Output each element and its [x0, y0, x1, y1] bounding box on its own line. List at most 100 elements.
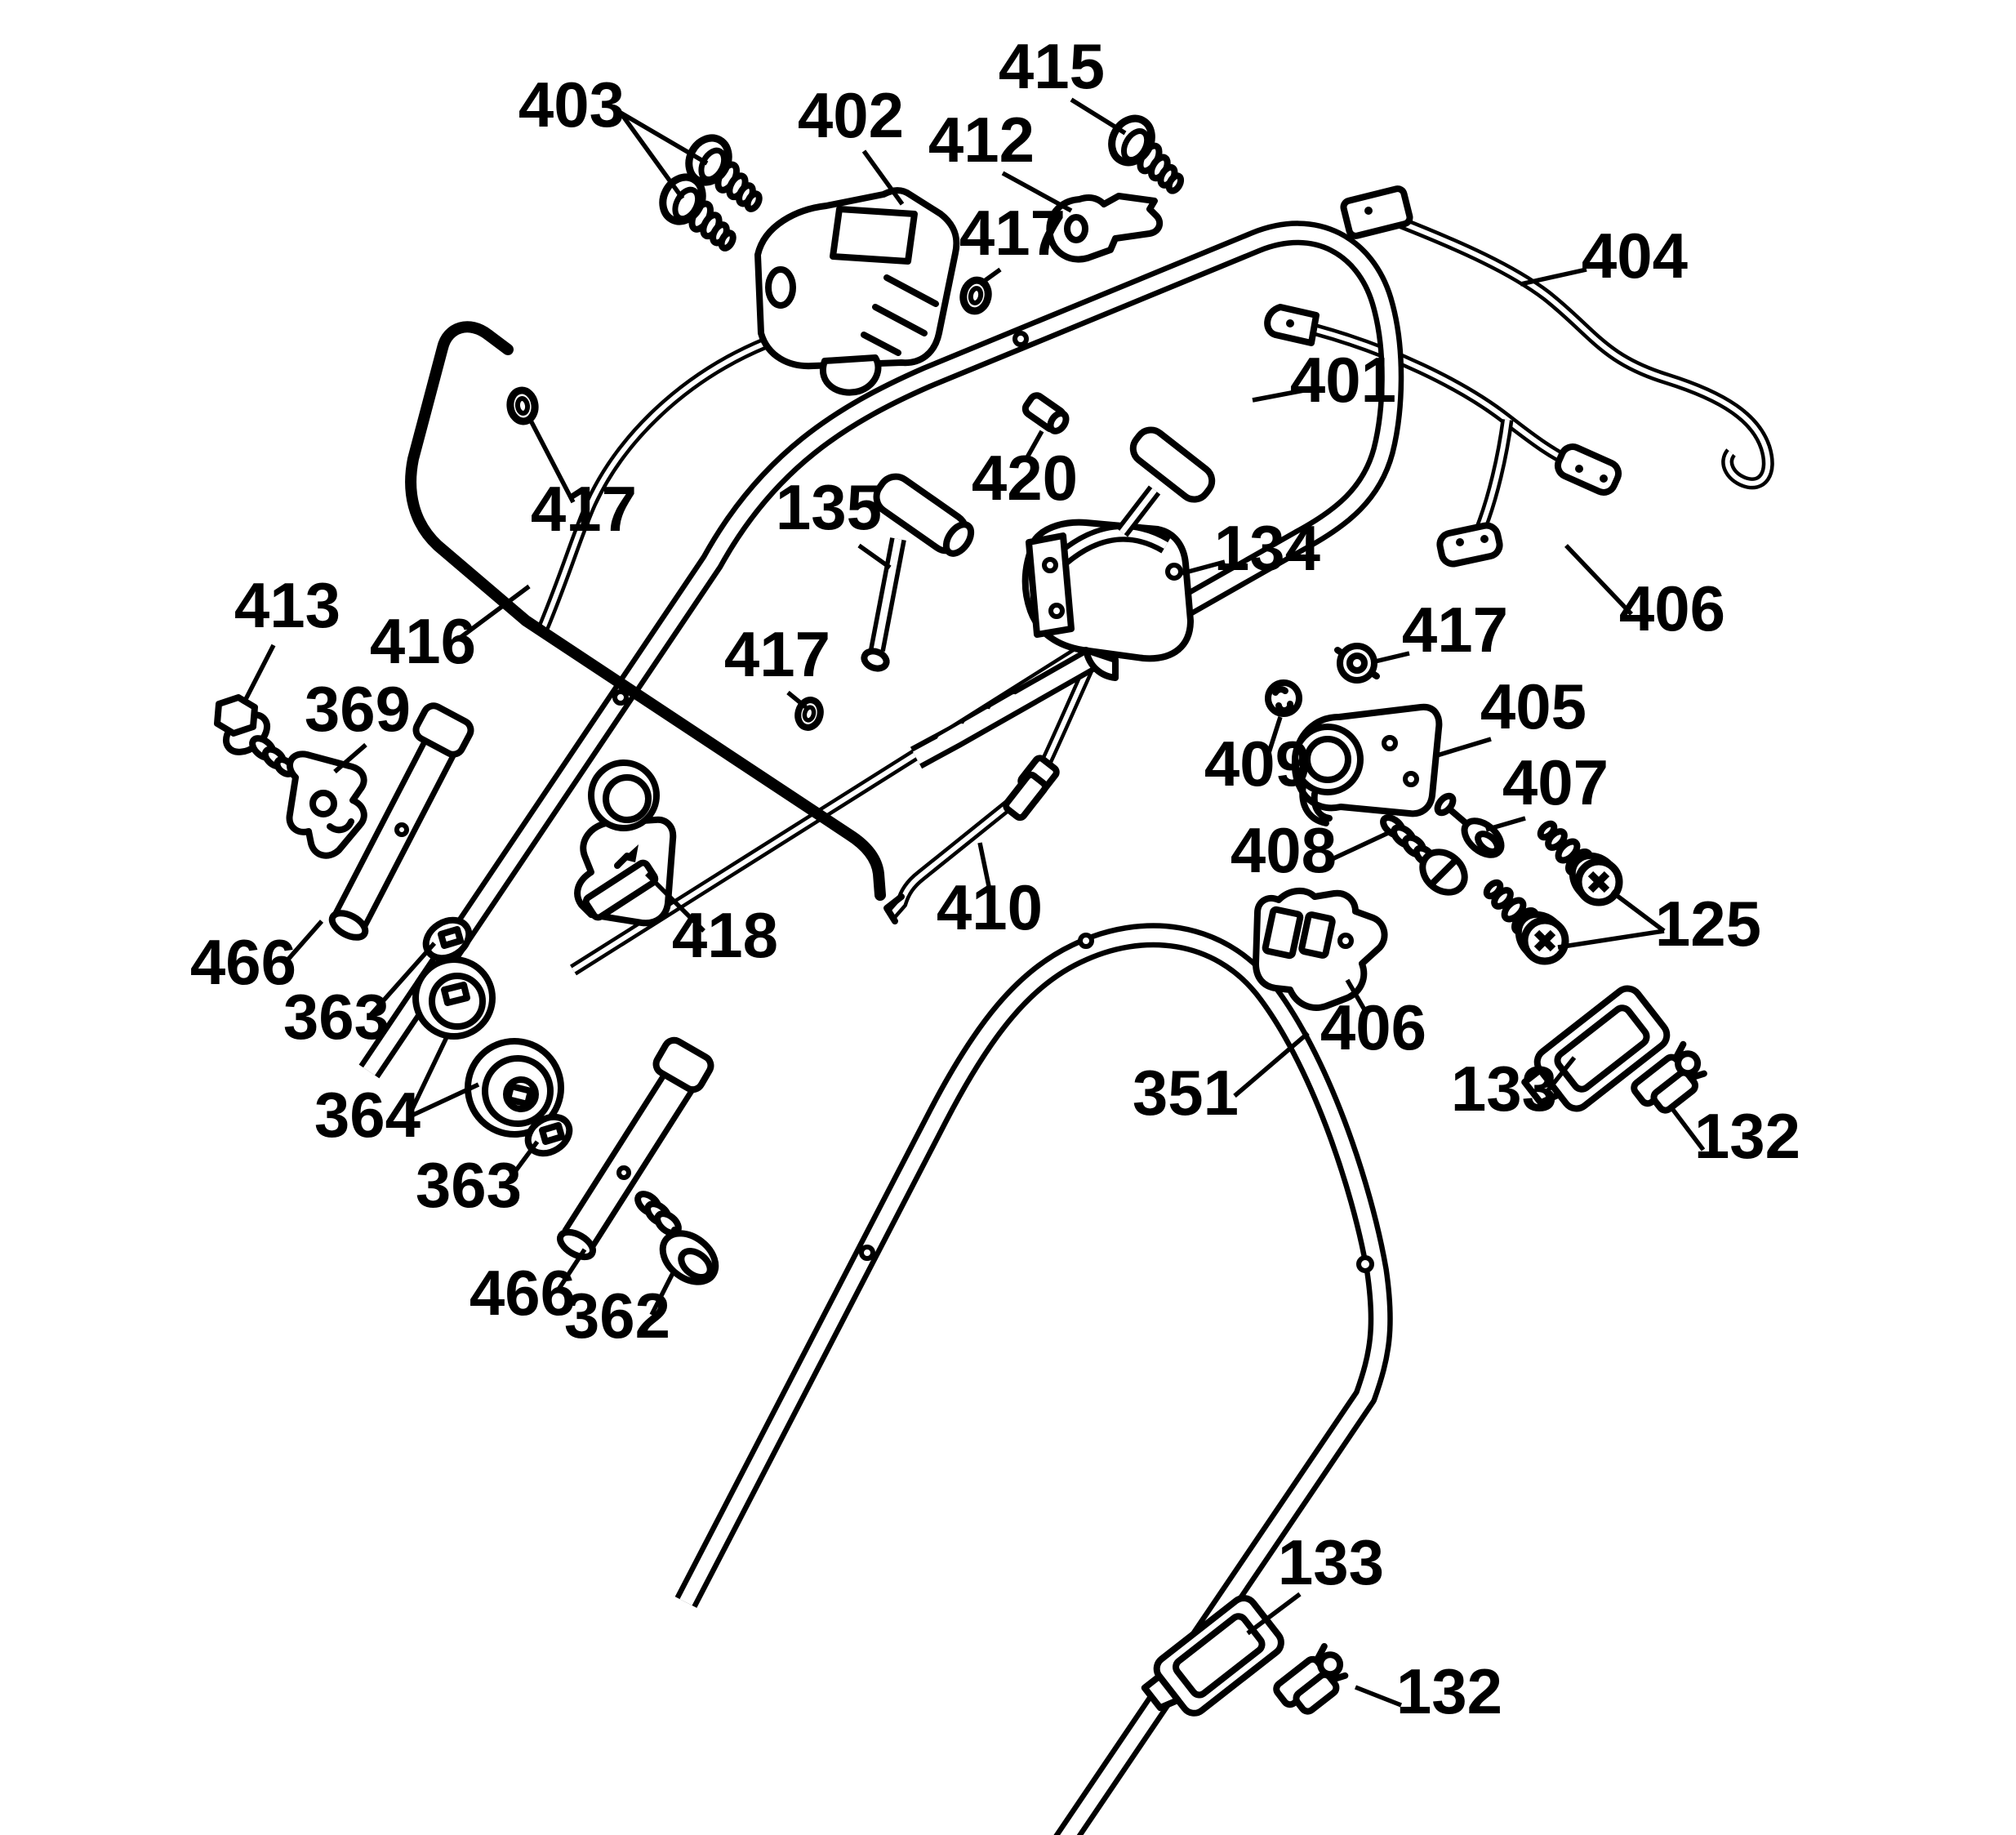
screw-415	[1104, 111, 1199, 193]
leader-line-407	[1485, 816, 1526, 832]
rod-clamp-369	[286, 750, 367, 859]
leader-line-420	[1025, 430, 1044, 459]
leader-line-415	[1070, 97, 1127, 136]
pin-420	[1021, 392, 1070, 434]
leader-line-405	[1436, 737, 1492, 758]
part-label-409: 409	[1204, 728, 1311, 799]
phillips-screw-125-a	[1538, 822, 1628, 911]
throttle-control-134	[1021, 426, 1216, 681]
ring-417-left	[509, 389, 537, 423]
switch-housing-402	[754, 187, 960, 396]
leader-line-362	[649, 1268, 677, 1316]
leader-line-133-bottom	[1246, 1592, 1302, 1636]
part-label-404: 404	[1582, 220, 1688, 292]
part-label-403: 403	[518, 69, 625, 140]
leader-line-417-center	[786, 690, 808, 710]
cable-end-connector	[1340, 185, 1413, 239]
leader-line-417-left	[528, 419, 576, 504]
tube-hole	[1356, 1255, 1374, 1273]
part-label-351: 351	[1133, 1057, 1239, 1129]
phillips-screw-125-b	[1484, 880, 1574, 970]
leader-line-401	[1252, 388, 1305, 403]
leader-line-412	[1001, 171, 1073, 213]
long-cable-rod-404	[1340, 185, 1774, 490]
part-label-133-bottom: 133	[1278, 1526, 1384, 1598]
leader-line-364	[407, 1082, 480, 1120]
handle-grommet-133-bottom	[1141, 1594, 1284, 1717]
part-label-466-upper: 466	[190, 926, 296, 998]
part-label-412: 412	[928, 104, 1035, 176]
part-label-417-top: 417	[959, 197, 1066, 269]
throttle-cable-410	[883, 648, 1101, 924]
leader-line-466-upper	[283, 920, 324, 964]
handle-knob-disc-364-b	[465, 1038, 564, 1138]
leader-line-406-top	[1564, 544, 1633, 616]
part-label-406-top: 406	[1619, 572, 1725, 644]
lower-handle-slot-end-right	[1022, 1713, 1068, 1790]
switch-cable	[536, 337, 768, 633]
leader-line-417-right	[1374, 651, 1410, 664]
part-label-132-right: 132	[1694, 1100, 1800, 1172]
leader-line-404	[1520, 267, 1587, 287]
slotted-screw-408	[1380, 814, 1468, 896]
connector-cable-406-top	[1264, 304, 1622, 568]
latch-bracket-406-mid	[1253, 888, 1388, 1011]
part-label-420: 420	[972, 442, 1078, 514]
handle-sleeve-466-lower	[557, 1036, 714, 1261]
leader-line-466-lower	[554, 1248, 587, 1294]
leader-line-135	[857, 543, 892, 570]
leader-line-418	[645, 872, 705, 933]
part-label-132-bottom: 132	[1396, 1655, 1502, 1727]
part-label-364: 364	[314, 1079, 421, 1151]
leader-line-408	[1325, 831, 1390, 864]
leader-line-133-right	[1542, 1056, 1577, 1096]
part-label-363-lower: 363	[416, 1149, 522, 1221]
part-label-413: 413	[234, 569, 340, 641]
part-label-401: 401	[1290, 344, 1396, 416]
tube-hole	[612, 689, 629, 706]
part-label-135: 135	[776, 471, 882, 543]
leader-line-403	[618, 111, 685, 200]
part-label-369: 369	[305, 673, 411, 745]
part-label-466-lower: 466	[470, 1257, 576, 1329]
tube-hole	[1012, 331, 1029, 347]
part-label-418: 418	[672, 899, 778, 971]
lower-handle-tube-351	[686, 935, 1381, 1835]
throttle-lever-grip	[1129, 426, 1216, 503]
part-label-125: 125	[1655, 888, 1761, 960]
leader-line-413	[241, 644, 276, 706]
tube-hole	[1078, 933, 1094, 949]
ring-417-top	[960, 278, 990, 313]
cable-clamp-bracket-405	[1291, 703, 1443, 826]
leader-line-409	[1265, 716, 1283, 759]
leader-line-134	[1182, 559, 1226, 576]
cam-washer-363-lower	[524, 1113, 573, 1157]
bail-rod-135	[861, 473, 975, 672]
part-label-134: 134	[1214, 512, 1320, 584]
leader-line-132-right	[1668, 1105, 1706, 1151]
part-label-406-mid: 406	[1320, 991, 1426, 1063]
lower-handle-slot-end-left	[699, 1499, 743, 1579]
switch-button	[830, 206, 918, 265]
latch-clip-132-bottom	[1273, 1642, 1349, 1715]
part-label-416: 416	[370, 605, 476, 677]
handle-knob-disc-364-a	[412, 956, 496, 1040]
leader-line-403	[619, 110, 709, 166]
spade-connector-a	[1554, 443, 1622, 496]
handle-knob-bolt-362	[634, 1191, 719, 1285]
lock-nut-409	[1265, 679, 1302, 717]
leader-line-351	[1233, 1031, 1310, 1098]
throttle-bracket	[1026, 532, 1075, 638]
part-label-410: 410	[937, 871, 1043, 943]
spade-connector-b	[1436, 522, 1503, 568]
part-label-417-right: 417	[1402, 594, 1508, 666]
nut-417-right	[1334, 643, 1380, 684]
fork-terminal	[1264, 304, 1320, 346]
tube-hole	[859, 1245, 875, 1261]
housing-hole	[765, 266, 796, 309]
leader-line-416	[457, 584, 531, 641]
leader-line-132-bottom	[1354, 1685, 1403, 1708]
